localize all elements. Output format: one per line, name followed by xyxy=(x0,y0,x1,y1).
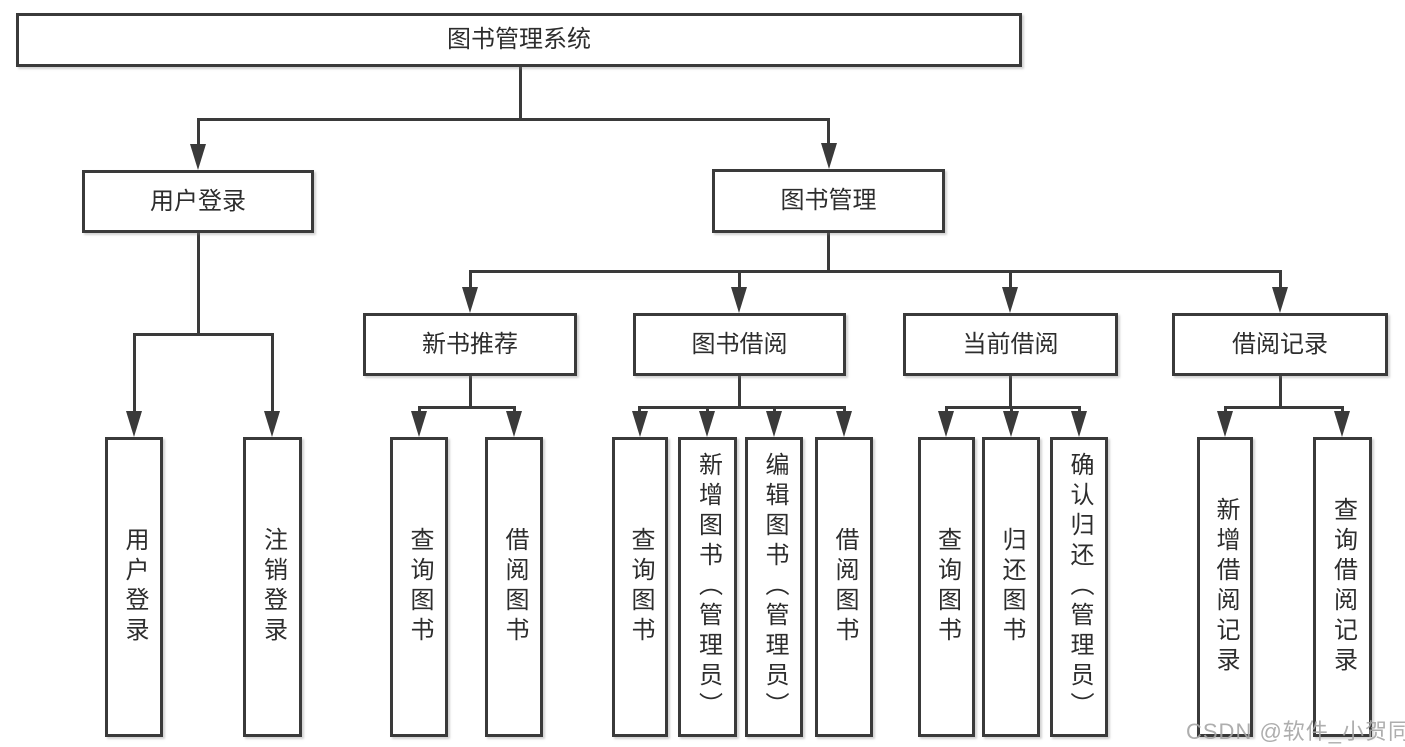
leaf-label: 查询借阅记录 xyxy=(1329,497,1357,677)
connector-stem xyxy=(513,406,516,414)
leaf-query-books-current: 查询图书 xyxy=(918,437,975,737)
connector-group-branch xyxy=(418,406,516,409)
node-label: 借阅记录 xyxy=(1232,330,1328,358)
arrowhead-icon xyxy=(699,411,715,437)
connector-bookmgmt-branch xyxy=(469,270,1282,273)
leaf-borrow-books-recommend: 借阅图书 xyxy=(485,437,543,737)
arrowhead-icon xyxy=(1071,411,1087,437)
leaf-query-borrow-record: 查询借阅记录 xyxy=(1313,437,1372,737)
connector-group-trunk xyxy=(469,376,472,408)
leaf-label: 编辑图书（管理员） xyxy=(761,452,788,722)
leaf-label: 查询图书 xyxy=(933,527,961,647)
node-borrowing-records: 借阅记录 xyxy=(1172,313,1388,376)
connector-group-branch xyxy=(945,406,1081,409)
arrowhead-icon xyxy=(506,411,522,437)
connector-stem xyxy=(197,118,200,148)
connector-stem xyxy=(945,406,948,414)
arrowhead-icon xyxy=(1217,411,1233,437)
arrowhead-icon xyxy=(264,411,280,437)
leaf-query-books-recommend: 查询图书 xyxy=(390,437,448,737)
arrowhead-icon xyxy=(821,143,837,169)
leaf-query-books-borrowing: 查询图书 xyxy=(612,437,668,737)
node-library-management-system: 图书管理系统 xyxy=(16,13,1022,67)
connector-stem xyxy=(418,406,421,414)
leaf-logout: 注销登录 xyxy=(243,437,302,737)
arrowhead-icon xyxy=(731,287,747,313)
arrowhead-icon xyxy=(1272,287,1288,313)
connector-stem xyxy=(469,270,472,289)
connector-group-trunk xyxy=(1009,376,1012,408)
leaf-label: 查询图书 xyxy=(627,527,654,647)
arrowhead-icon xyxy=(462,287,478,313)
connector-bookmgmt-trunk xyxy=(827,233,830,272)
arrowhead-icon xyxy=(411,411,427,437)
connector-stem xyxy=(1341,406,1344,414)
connector-stem xyxy=(843,406,846,414)
connector-stem xyxy=(1010,406,1013,414)
connector-root-trunk xyxy=(519,67,522,118)
connector-userlogin-branch xyxy=(133,333,274,336)
connector-root-branch xyxy=(197,118,830,121)
connector-group-trunk xyxy=(738,376,741,408)
connector-stem xyxy=(738,270,741,289)
connector-stem xyxy=(133,333,136,413)
leaf-return-books: 归还图书 xyxy=(982,437,1040,737)
connector-stem xyxy=(1078,406,1081,414)
leaf-edit-books-admin: 编辑图书（管理员） xyxy=(745,437,803,737)
node-label: 用户登录 xyxy=(150,187,246,215)
node-label: 新书推荐 xyxy=(422,330,518,358)
connector-stem xyxy=(271,333,274,413)
arrowhead-icon xyxy=(1002,287,1018,313)
connector-stem xyxy=(827,118,830,147)
leaf-label: 新增图书（管理员） xyxy=(694,452,722,722)
node-book-borrowing: 图书借阅 xyxy=(633,313,846,376)
leaf-label: 新增借阅记录 xyxy=(1212,497,1239,677)
arrowhead-icon xyxy=(126,411,142,437)
leaf-confirm-return-admin: 确认归还（管理员） xyxy=(1050,437,1108,737)
leaf-label: 用户登录 xyxy=(121,527,148,647)
leaf-borrow-books: 借阅图书 xyxy=(815,437,873,737)
node-label: 图书管理 xyxy=(780,187,877,214)
leaf-add-borrow-record: 新增借阅记录 xyxy=(1197,437,1253,737)
node-label: 图书管理系统 xyxy=(447,26,591,53)
connector-group-branch xyxy=(1224,406,1344,409)
leaf-add-books-admin: 新增图书（管理员） xyxy=(678,437,737,737)
arrowhead-icon xyxy=(1334,411,1350,437)
arrowhead-icon xyxy=(632,411,648,437)
arrowhead-icon xyxy=(938,411,954,437)
arrowhead-icon xyxy=(190,144,206,170)
leaf-label: 确认归还（管理员） xyxy=(1066,452,1093,722)
connector-stem xyxy=(773,406,776,414)
connector-group-trunk xyxy=(1279,376,1282,408)
arrowhead-icon xyxy=(1003,411,1019,437)
leaf-label: 归还图书 xyxy=(998,527,1025,647)
arrowhead-icon xyxy=(836,411,852,437)
node-book-management: 图书管理 xyxy=(712,169,945,233)
connector-group-branch xyxy=(638,406,846,409)
connector-stem xyxy=(1224,406,1227,414)
leaf-label: 查询图书 xyxy=(406,527,433,647)
node-label: 图书借阅 xyxy=(691,330,788,358)
leaf-label: 借阅图书 xyxy=(501,527,528,647)
leaf-label: 注销登录 xyxy=(259,527,287,647)
node-current-borrowing: 当前借阅 xyxy=(903,313,1118,376)
connector-userlogin-trunk xyxy=(197,233,200,335)
connector-stem xyxy=(638,406,641,414)
csdn-watermark: CSDN @软件_小贺同学 xyxy=(1186,719,1405,744)
connector-stem xyxy=(1279,270,1282,289)
connector-stem xyxy=(1009,270,1012,289)
node-label: 当前借阅 xyxy=(962,330,1059,358)
leaf-user-login: 用户登录 xyxy=(105,437,163,737)
leaf-label: 借阅图书 xyxy=(831,527,858,647)
connector-stem xyxy=(706,406,709,414)
node-user-login: 用户登录 xyxy=(82,170,314,233)
node-new-book-recommend: 新书推荐 xyxy=(363,313,577,376)
arrowhead-icon xyxy=(766,411,782,437)
